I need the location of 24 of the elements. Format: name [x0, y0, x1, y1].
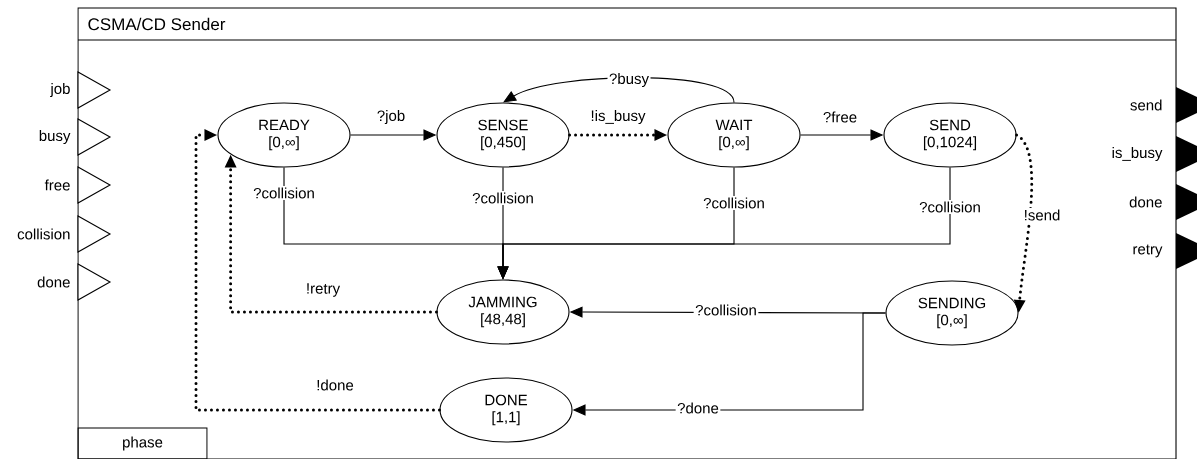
edge-label: ?collision	[917, 200, 983, 214]
port-label: is_busy	[1112, 147, 1163, 161]
port-label: collision	[17, 228, 70, 240]
edge-label: !retry	[304, 281, 342, 299]
phase-box: phase	[77, 427, 208, 459]
edge-label: !send	[1022, 208, 1062, 222]
port-label: busy	[39, 130, 71, 144]
edge-label: !done	[314, 378, 356, 392]
port-label: free	[44, 179, 70, 191]
edge-label: ?busy	[607, 71, 651, 89]
port-label: send	[1130, 99, 1162, 111]
edge-label: !is_busy	[589, 108, 647, 126]
edge-label: ?collision	[701, 196, 767, 210]
port-label: done	[37, 276, 70, 288]
port-label: done	[1129, 196, 1162, 208]
arrow	[194, 129, 441, 412]
edge-label: ?collision	[251, 186, 317, 200]
edge-label: ?free	[821, 110, 859, 124]
edge-label: ?done	[675, 401, 721, 415]
edge-label: ?collision	[470, 191, 536, 205]
edge-label: ?job	[375, 108, 407, 126]
edge-label: ?collision	[693, 303, 759, 317]
port-label: job	[50, 83, 70, 97]
port-label: retry	[1133, 244, 1163, 258]
